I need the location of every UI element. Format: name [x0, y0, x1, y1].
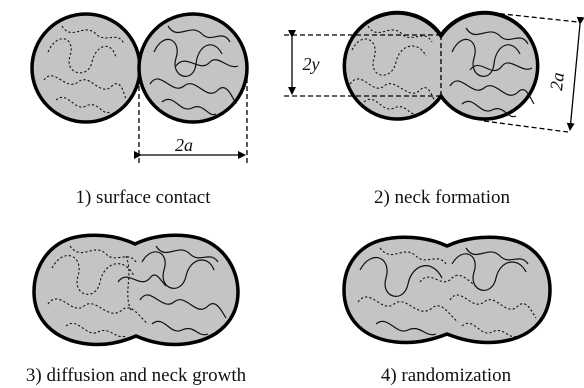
stage-4-randomization: 4) randomization	[344, 237, 550, 386]
stage-2-caption: 2) neck formation	[374, 187, 511, 208]
stage-3-diffusion-neck-growth: 3) diffusion and neck growth	[26, 235, 247, 386]
stage-3-caption: 3) diffusion and neck growth	[26, 365, 247, 386]
stage-1-surface-contact: 2a 1) surface contact	[32, 14, 247, 208]
stage-4-caption: 4) randomization	[381, 365, 512, 386]
stage-4-particle-pair	[344, 237, 550, 342]
stage-3-particle-pair	[34, 235, 238, 344]
stage-2-diameter-label: 2a	[546, 71, 568, 91]
stage-2-neck-formation: 2y 2a 2) neck formation	[284, 12, 580, 208]
stage-1-width-label: 2a	[175, 135, 193, 155]
stage-1-caption: 1) surface contact	[75, 187, 211, 208]
stage-2-neck-label: 2y	[303, 54, 320, 74]
